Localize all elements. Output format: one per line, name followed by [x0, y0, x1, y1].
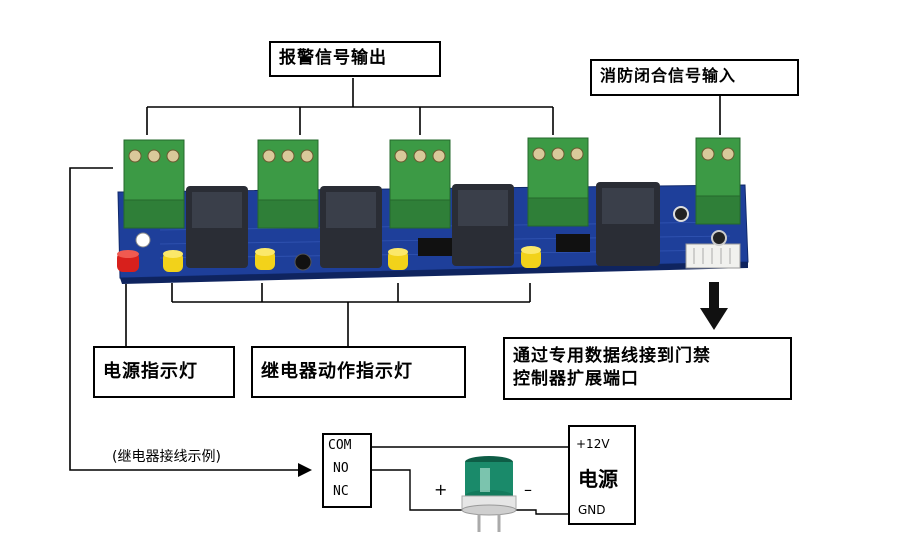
- down-arrow-icon: [700, 282, 728, 330]
- door-port-line-2: 控制器扩展端口: [513, 369, 639, 389]
- example-caption: (继电器接线示例): [112, 449, 221, 465]
- example-leader-arrow: [298, 463, 312, 477]
- relay-3: [452, 184, 514, 266]
- terminal-com: COM: [328, 438, 352, 453]
- ic-chip-1: [418, 238, 452, 256]
- example-wiring: [372, 446, 568, 515]
- example-leader-line: [69, 167, 300, 471]
- terminal-block-3: [389, 139, 451, 229]
- power-led: [117, 250, 139, 272]
- alarm-output-bracket: [146, 78, 554, 135]
- relay-indicator-label: 继电器动作指示灯: [251, 346, 466, 398]
- polarity-plus: +: [434, 480, 448, 499]
- power-indicator-label: 电源指示灯: [93, 346, 235, 398]
- reset-button: [673, 206, 689, 222]
- terminal-block-2: [257, 139, 319, 229]
- relay-2: [320, 186, 382, 268]
- power-positive-label: +12V: [576, 437, 610, 451]
- door-port-line-1: 通过专用数据线接到门禁: [513, 346, 711, 366]
- relay-led-4: [521, 246, 541, 268]
- relay-led-3: [388, 248, 408, 270]
- relay-terminal-box: COM NO NC: [322, 433, 372, 508]
- round-button: [711, 230, 727, 246]
- white-capacitor: [135, 232, 151, 248]
- ic-chip-2: [556, 234, 590, 252]
- relay-pcb: [117, 137, 749, 284]
- polarity-minus: –: [524, 480, 532, 499]
- terminal-no: NO: [333, 461, 349, 476]
- terminal-nc: NC: [333, 484, 349, 499]
- warning-beacon-icon: [461, 456, 517, 532]
- terminal-block-4: [527, 137, 589, 227]
- relay-led-2: [255, 248, 275, 270]
- relay-1: [186, 186, 248, 268]
- door-port-label: 通过专用数据线接到门禁 控制器扩展端口: [503, 337, 792, 400]
- terminal-block-input: [695, 137, 741, 225]
- power-ground-label: GND: [578, 503, 606, 517]
- terminal-block-1: [123, 139, 185, 229]
- alarm-output-label: 报警信号输出: [269, 41, 441, 77]
- relay-4: [596, 182, 660, 266]
- power-supply-box: +12V 电源 GND: [568, 425, 636, 525]
- fire-input-label: 消防闭合信号输入: [590, 59, 799, 96]
- relay-led-1: [163, 250, 183, 272]
- data-connector: [685, 243, 741, 269]
- black-button: [294, 253, 312, 271]
- power-title: 电源: [578, 467, 618, 491]
- relay-indicator-bracket: [171, 283, 531, 346]
